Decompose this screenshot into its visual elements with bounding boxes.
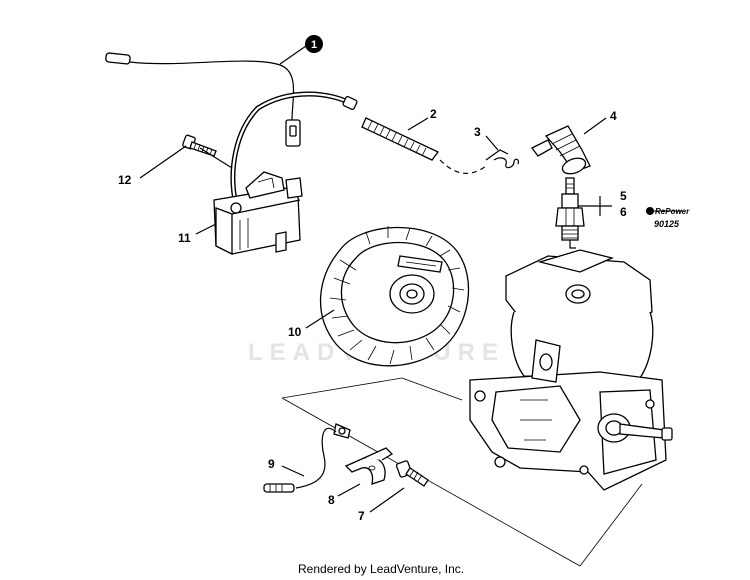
ignition-lead-wire[interactable] [105,52,301,147]
callout-9[interactable]: 9 [268,457,275,471]
coil-mounting-bolt[interactable] [182,134,217,157]
repower-part-number: 90125 [654,219,680,229]
repower-logo-text: RePower [655,207,690,216]
engine-assembly [469,249,673,491]
callout-12[interactable]: 12 [118,173,132,187]
callout-1[interactable]: 1 [305,35,323,53]
callout-2[interactable]: 2 [430,107,437,121]
callout-10[interactable]: 10 [288,325,302,339]
flywheel[interactable] [319,226,470,367]
leader-lines [139,45,612,513]
callout-5[interactable]: 5 [620,189,627,203]
callout-6[interactable]: 6 [620,205,627,219]
insulation-tube[interactable] [361,117,439,161]
callout-11[interactable]: 11 [178,231,191,245]
callout-7[interactable]: 7 [358,509,365,523]
terminal-spring[interactable] [439,149,519,174]
bracket-screw[interactable] [395,460,429,487]
callout-8[interactable]: 8 [328,493,335,507]
callout-1-label: 1 [311,39,317,51]
spark-plug[interactable] [555,177,585,249]
ground-bracket[interactable] [344,447,394,485]
callout-3[interactable]: 3 [474,125,481,139]
footer-credit: Rendered by LeadVenture, Inc. [298,562,464,576]
repower-logo: RePower 90125 [646,207,690,229]
parts-kit-box [281,377,643,567]
ignition-coil[interactable] [213,91,358,256]
callout-4[interactable]: 4 [610,109,617,123]
spark-plug-cap[interactable] [531,125,591,177]
ground-wire[interactable] [263,423,351,493]
